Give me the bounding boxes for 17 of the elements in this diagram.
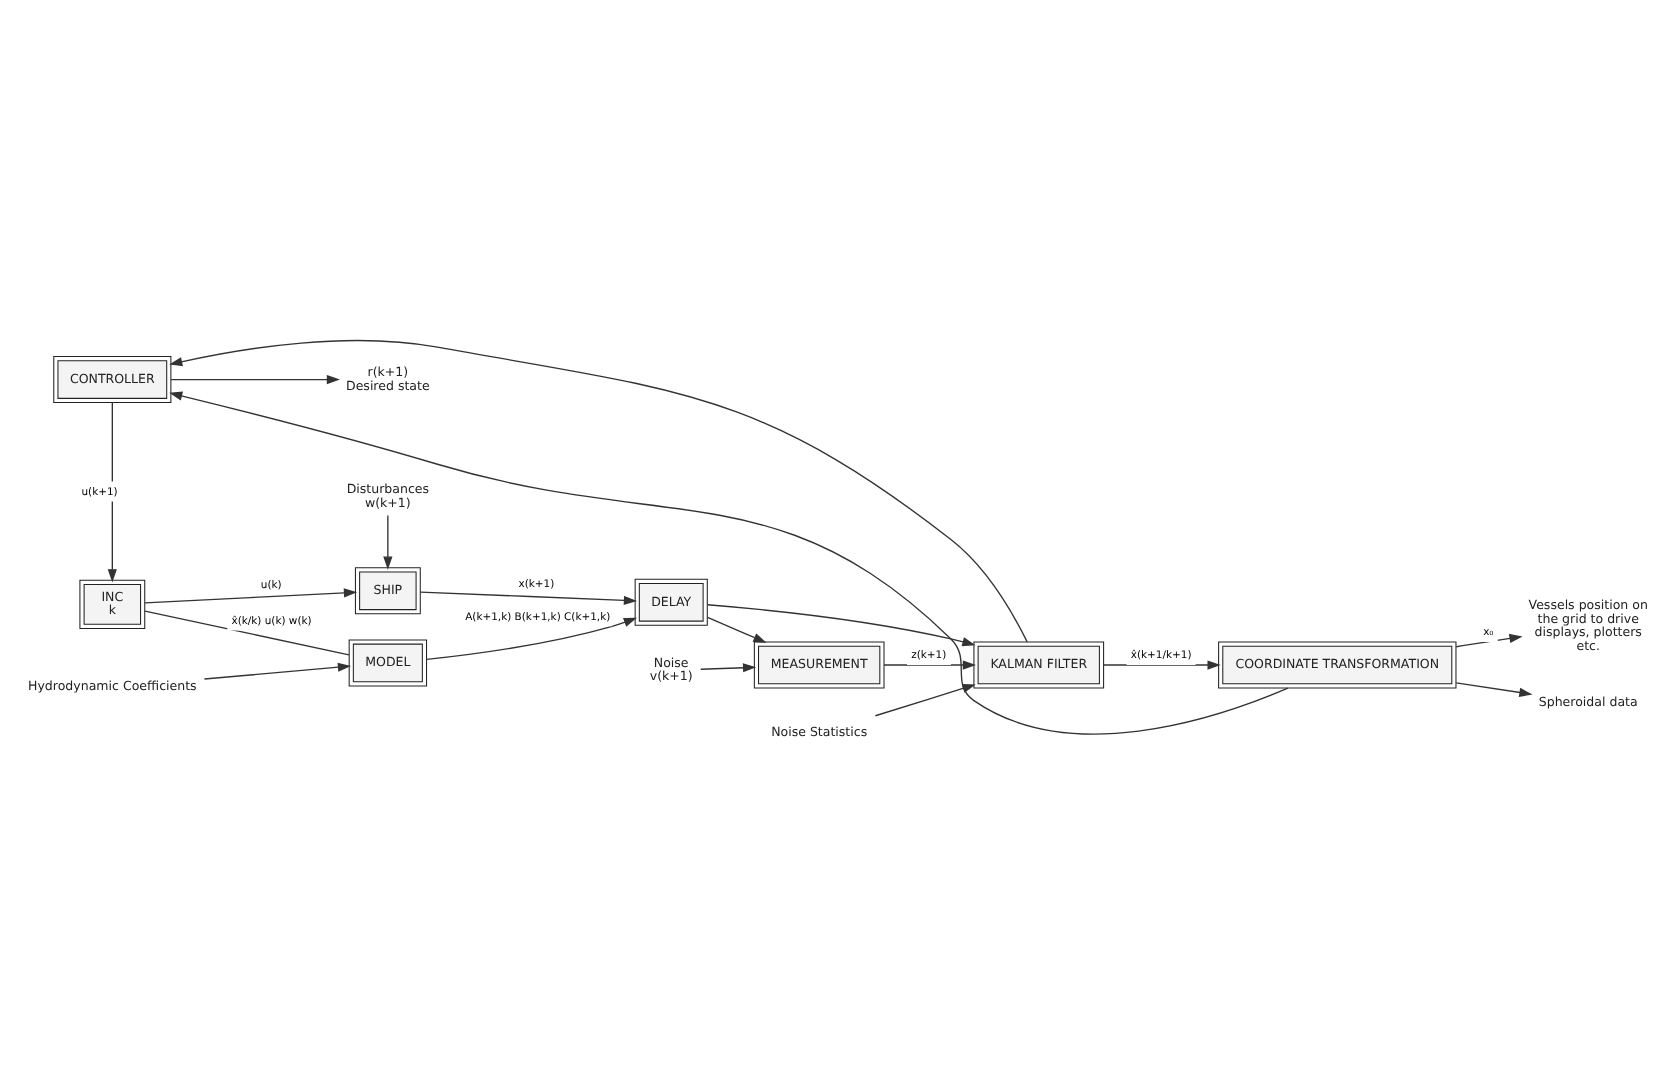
arrow: [706, 616, 767, 643]
arrow: [874, 683, 976, 717]
arrow: [1103, 660, 1221, 670]
arrow: [1455, 682, 1533, 697]
arrow: [706, 604, 976, 647]
arrow: [107, 402, 117, 583]
arrow: [383, 514, 393, 570]
arrow: [203, 662, 352, 680]
arrow: [1455, 633, 1523, 648]
arrow: [883, 660, 976, 670]
arrow: [419, 591, 638, 605]
arrow: [169, 339, 1028, 643]
arrow: [169, 391, 1289, 735]
arrow: [700, 663, 757, 673]
arrow: [170, 374, 340, 385]
arrow: [425, 617, 637, 661]
arrow: [144, 588, 358, 604]
